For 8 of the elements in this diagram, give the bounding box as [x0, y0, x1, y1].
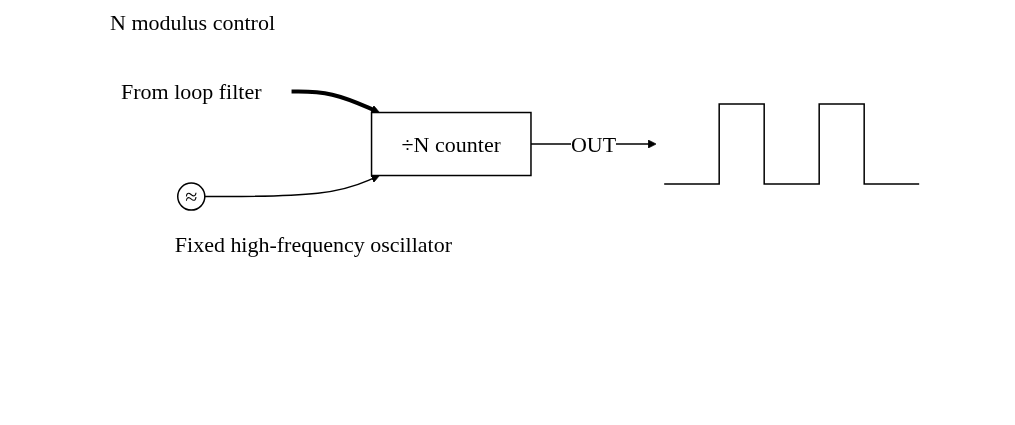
arrow — [291, 89, 380, 114]
edge-label: OUT — [570, 131, 617, 157]
node-text: From loop filter — [120, 79, 262, 104]
node-circle: ≈ — [176, 182, 206, 211]
node-box: ÷N counter — [370, 111, 532, 177]
arrow — [204, 174, 380, 198]
node-caption: Fixed high-frequency oscillator — [174, 231, 452, 257]
signal-label: N modulus control — [110, 10, 275, 36]
